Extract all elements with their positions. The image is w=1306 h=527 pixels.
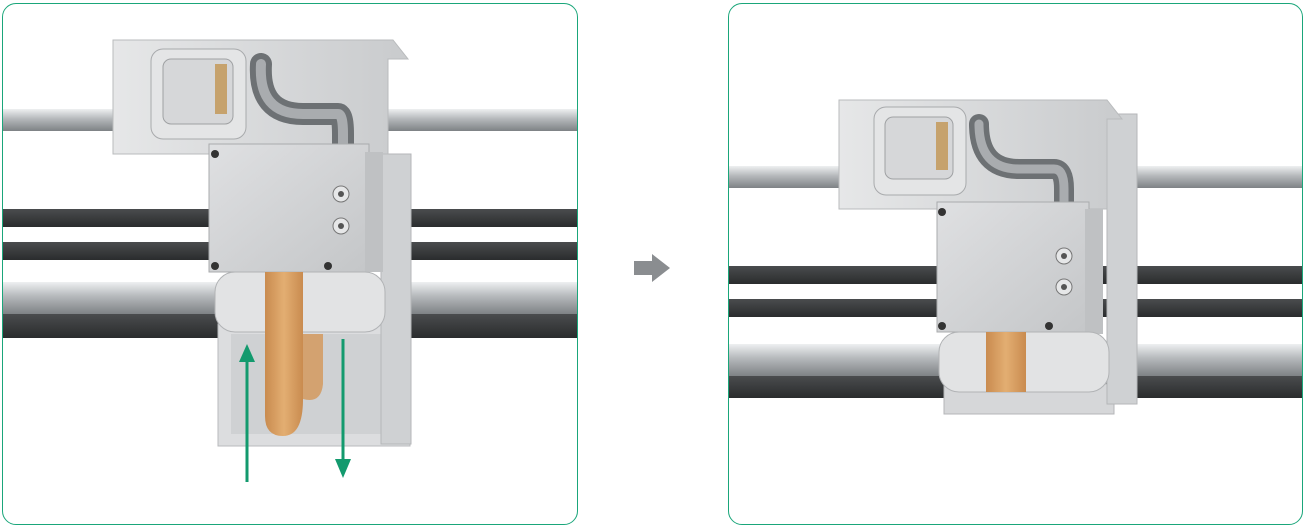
step-before-panel	[2, 3, 578, 525]
flat-cable	[986, 332, 1026, 392]
front-plate	[936, 201, 1090, 333]
motion-arrow-down	[335, 339, 351, 478]
step-after-panel	[728, 3, 1303, 525]
arrow-right-icon	[634, 254, 670, 282]
printhead-closed-illustration	[729, 99, 1302, 415]
flat-cable	[265, 272, 303, 436]
motion-arrow-up	[239, 344, 255, 482]
printhead-open-illustration	[3, 39, 577, 482]
front-plate	[208, 143, 370, 273]
